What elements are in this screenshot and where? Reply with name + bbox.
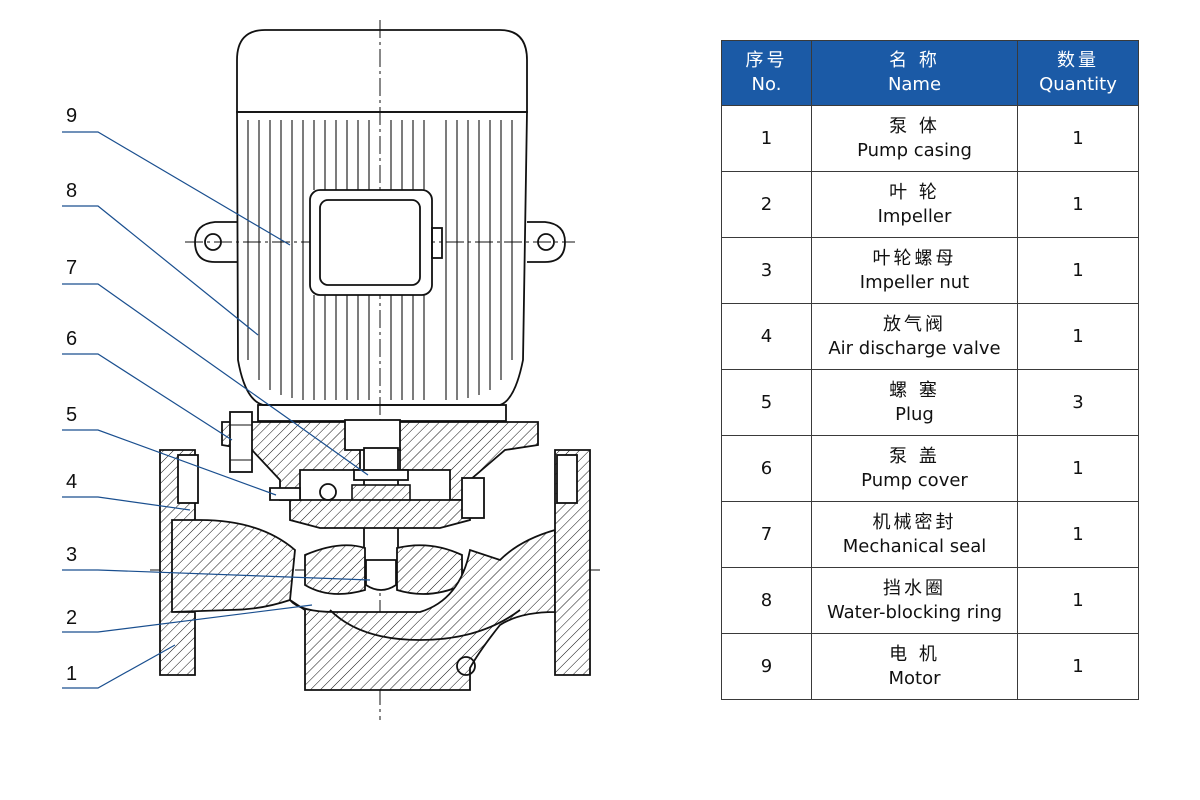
terminal-gland (431, 227, 443, 259)
callout-number-1: 1 (66, 663, 77, 685)
pump-sectional-drawing: 9 8 7 6 5 4 3 2 1 (62, 20, 600, 720)
row-quantity: 1 (1017, 303, 1139, 370)
shaft-coupling (344, 419, 401, 451)
impeller-nut (365, 559, 397, 591)
right-lifting-lug (527, 221, 566, 263)
water-blocking-ring (353, 469, 409, 481)
row-no: 2 (721, 171, 812, 238)
callout-number-3: 3 (66, 544, 77, 566)
callout-number-4: 4 (66, 471, 77, 493)
row-no: 3 (721, 237, 812, 304)
row-quantity: 1 (1017, 633, 1139, 700)
callout-number-7: 7 (66, 257, 77, 279)
pump-casing (289, 528, 556, 691)
callout-number-6: 6 (66, 328, 77, 350)
motor-top-cap (236, 29, 528, 113)
outlet-flange (554, 449, 591, 676)
terminal-box-cover (319, 199, 421, 286)
row-no: 7 (721, 501, 812, 568)
callout-leaders (62, 131, 371, 689)
air-discharge-valve (269, 487, 301, 501)
casing-inner-passage (329, 609, 521, 641)
row-quantity: 1 (1017, 105, 1139, 172)
row-no: 5 (721, 369, 812, 436)
inlet-flange-bolt (177, 454, 199, 504)
callout-number-2: 2 (66, 607, 77, 629)
row-quantity: 1 (1017, 171, 1139, 238)
row-no: 6 (721, 435, 812, 502)
impeller-left (304, 544, 366, 595)
row-quantity: 3 (1017, 369, 1139, 436)
row-quantity: 1 (1017, 567, 1139, 634)
row-no: 4 (721, 303, 812, 370)
callout-number-5: 5 (66, 404, 77, 426)
left-lifting-lug (194, 221, 237, 263)
outlet-flange-bolt (556, 454, 578, 504)
motor-flange (257, 404, 507, 422)
motor-terminal-box (309, 189, 433, 296)
pump-cover-bolt-right (461, 477, 485, 519)
callout-number-9: 9 (66, 105, 77, 127)
drain-hole (456, 656, 476, 676)
pump-cover (289, 499, 471, 529)
bracket-bolt-left (229, 411, 253, 473)
row-no: 9 (721, 633, 812, 700)
motor-cooling-fins (247, 120, 513, 400)
row-quantity: 1 (1017, 237, 1139, 304)
row-no: 8 (721, 567, 812, 634)
row-no: 1 (721, 105, 812, 172)
callout-number-8: 8 (66, 180, 77, 202)
right-lug-hole (537, 233, 555, 251)
left-lug-hole (204, 233, 222, 251)
row-quantity: 1 (1017, 435, 1139, 502)
impeller-right (396, 544, 463, 595)
row-quantity: 1 (1017, 501, 1139, 568)
